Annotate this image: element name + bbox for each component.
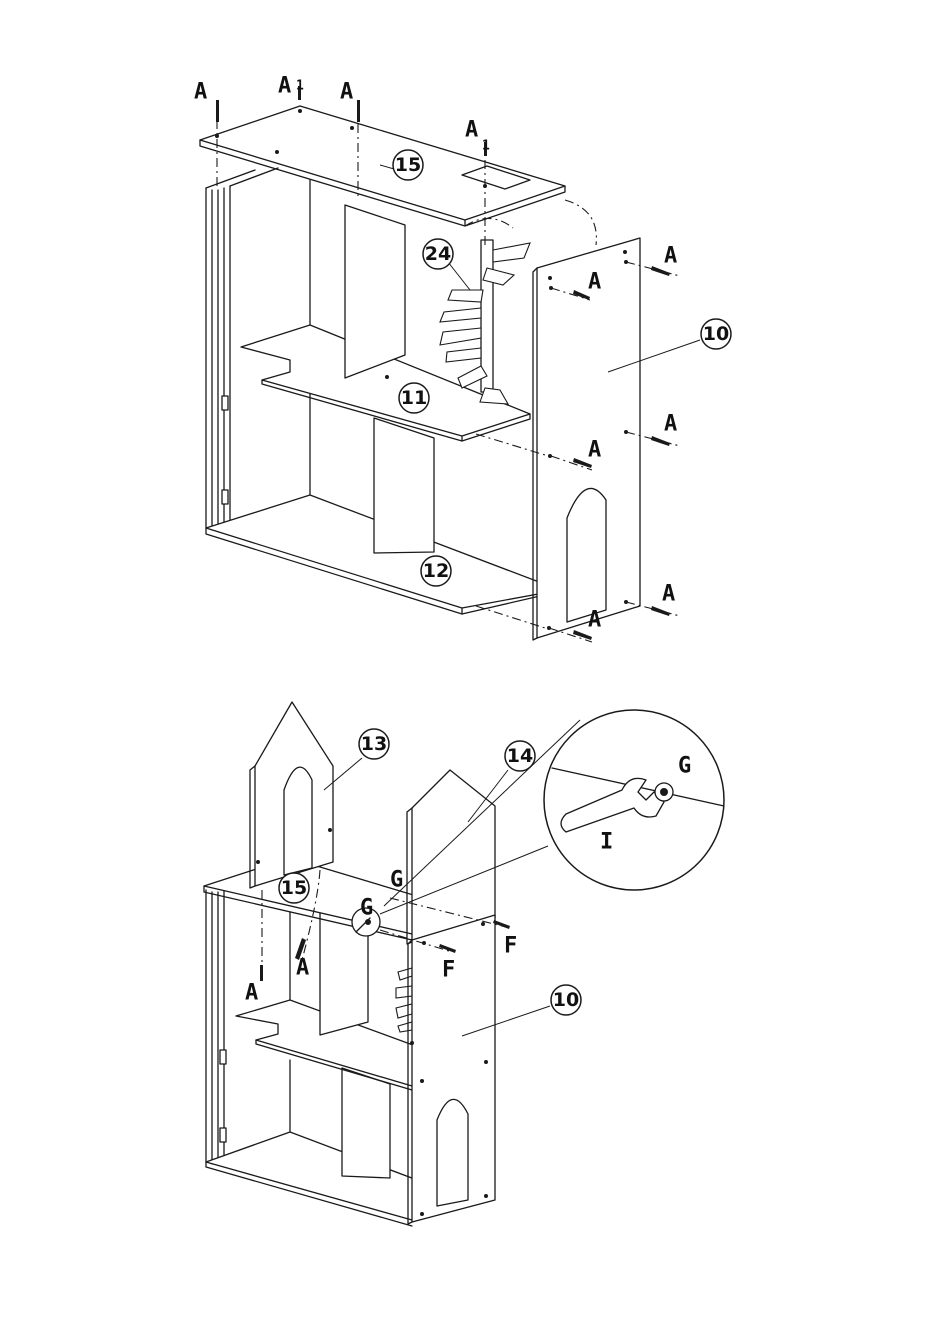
label-a-4-sub: 1	[482, 139, 490, 154]
label-a-5: A	[664, 244, 677, 269]
label-a-1: A	[194, 80, 207, 105]
label-a-b1: A	[245, 981, 258, 1006]
label-a-4: A	[465, 118, 478, 143]
label-a-7: A	[664, 412, 677, 437]
label-g-detail: G	[678, 754, 691, 779]
svg-text:10: 10	[553, 989, 579, 1011]
svg-text:24: 24	[425, 243, 451, 265]
svg-text:14: 14	[507, 745, 533, 767]
label-a-b2: A	[296, 956, 309, 981]
label-f-2: F	[504, 934, 517, 959]
step-2-illustration: A A G G G I F F 13 14 15 10	[204, 702, 724, 1226]
label-f-1: F	[442, 958, 455, 983]
svg-text:12: 12	[423, 560, 449, 582]
svg-text:13: 13	[361, 733, 387, 755]
label-a-9: A	[662, 582, 675, 607]
label-a-6: A	[588, 270, 601, 295]
svg-text:11: 11	[401, 387, 427, 409]
svg-text:15: 15	[281, 877, 307, 899]
svg-text:10: 10	[703, 323, 729, 345]
step-1-illustration: A A 1 A A 1 A A A A A A 15 24 10 11 12	[194, 74, 731, 643]
spiral-stair	[440, 240, 530, 404]
label-a-2-sub: 1	[296, 79, 304, 94]
svg-text:15: 15	[395, 154, 421, 176]
label-i: I	[600, 830, 613, 855]
label-g-1: G	[390, 868, 403, 893]
label-a-8: A	[588, 438, 601, 463]
label-a-10: A	[588, 608, 601, 633]
label-a-2: A	[278, 74, 291, 99]
label-a-3: A	[340, 80, 353, 105]
label-g-2: G	[360, 896, 373, 921]
